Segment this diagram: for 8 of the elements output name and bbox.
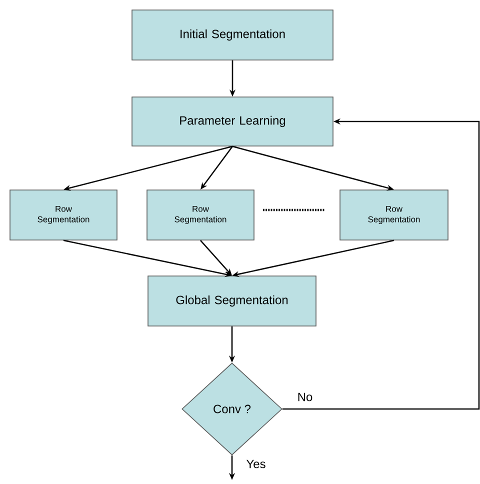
process-box: Global Segmentation bbox=[148, 276, 316, 326]
edge-label: No bbox=[298, 392, 312, 402]
edge-label: Yes bbox=[246, 460, 266, 468]
process-box: Row Segmentation bbox=[340, 190, 448, 240]
process-box: Parameter Learning bbox=[132, 96, 334, 146]
process-box: Row Segmentation bbox=[146, 190, 254, 240]
process-box: Initial Segmentation bbox=[132, 10, 334, 60]
process-box: Row Segmentation bbox=[10, 190, 118, 240]
